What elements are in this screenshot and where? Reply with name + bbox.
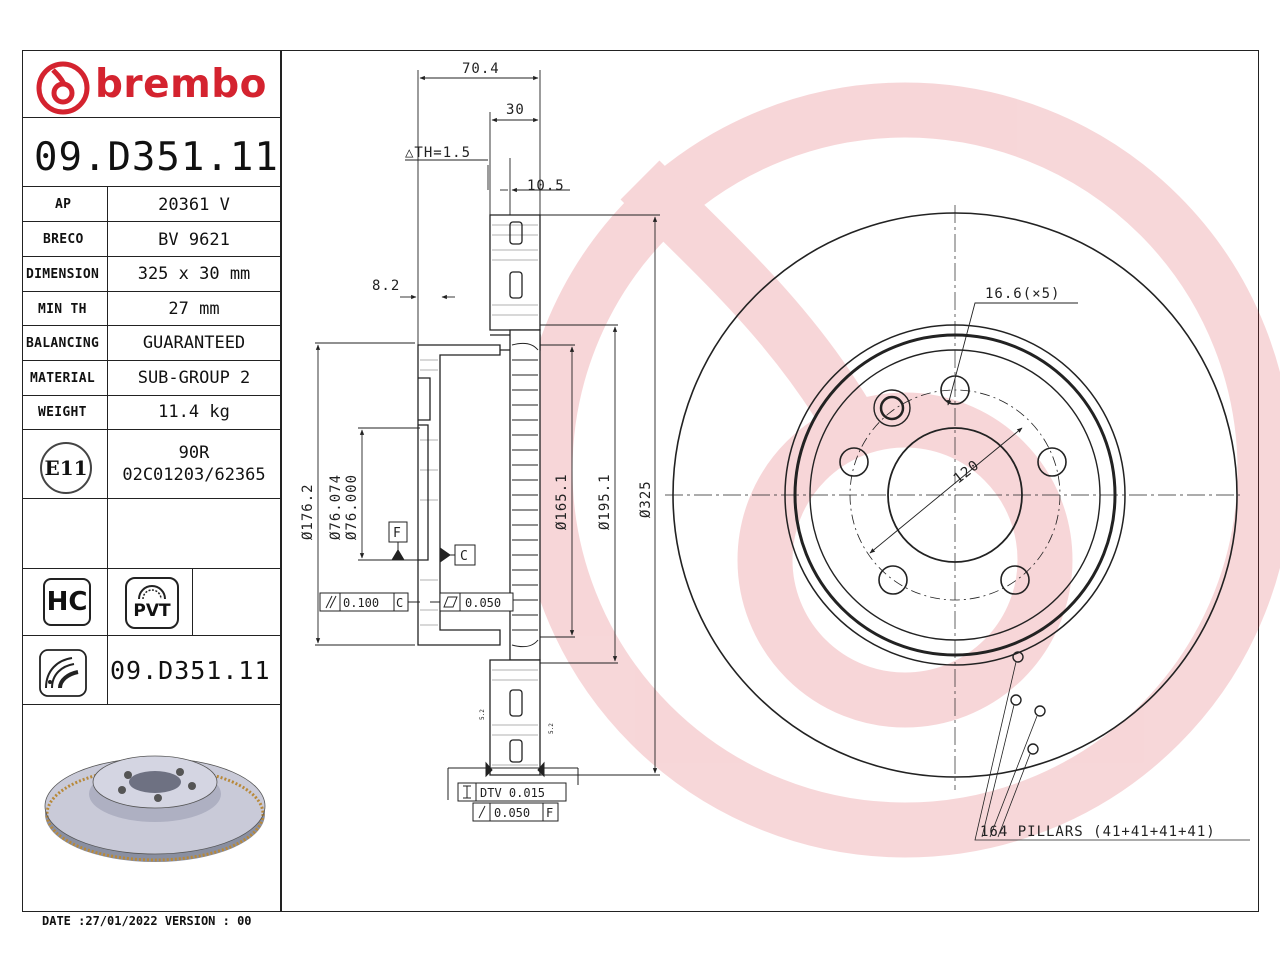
spec-label-balancing: BALANCING [26,336,100,351]
dim-hat-diameter: Ø176.2 [300,483,316,540]
dim-bore-max: Ø76.074 [328,474,344,540]
section-hat [417,344,501,646]
datum-f: F [393,526,401,541]
dim-small-a: 5.2 [479,709,486,720]
disc-3d-illustration [44,755,266,862]
dim-bore-min: Ø76.000 [344,474,360,540]
brembo-watermark-icon [517,82,1280,858]
spec-value-ap: 20361 V [158,195,230,215]
spec-value-weight: 11.4 kg [158,402,230,422]
left-panel [22,50,281,912]
approval-number: 02C01203/62365 [122,465,266,485]
dim-pillars: 164 PILLARS (41+41+41+41) [980,824,1216,840]
e11-approval-mark: E11 [40,442,92,494]
dim-small-b: 5.2 [548,723,555,734]
datum-c: C [460,549,468,564]
disc-profile-icon [39,649,87,697]
bolt-hole [1037,447,1067,477]
bolt-hole [839,447,869,477]
tol-flatness: 0.050 [465,596,501,610]
dim-outer-diameter: Ø325 [638,480,654,518]
approval-code: 90R [178,443,210,463]
spec-label-dimension: DIMENSION [26,267,100,282]
dim-overall-width: 70.4 [462,61,500,77]
bolt-hole [1000,565,1030,595]
spec-label-ap: AP [55,197,72,212]
tol-runout-ref: F [546,806,553,820]
spec-value-material: SUB-GROUP 2 [137,368,251,388]
dim-thickness: 30 [506,102,525,118]
section-lower-ring [489,659,541,776]
outer-frame [22,50,1259,912]
dim-inner-ring: Ø165.1 [554,473,570,530]
tol-parallelism: 0.100 [343,596,379,610]
part-number-title: 09.D351.11 [34,135,279,180]
spec-value-balancing: GUARANTEED [142,333,246,353]
hc-badge: HC [43,578,91,626]
date-version: DATE :27/01/2022 VERSION : 00 [42,914,252,928]
locating-pin [873,389,911,427]
panel-divider [280,50,282,912]
spec-label-min-th: MIN TH [38,302,87,317]
spec-value-breco: BV 9621 [158,230,230,250]
spec-label-breco: BRECO [43,232,84,247]
spec-value-dimension: 325 x 30 mm [137,264,251,284]
pvt-label: PVT [133,601,171,621]
bolt-hole [878,565,908,595]
disc-coating-icon [138,585,166,600]
tol-parallelism-ref: C [396,596,403,610]
tol-runout: 0.050 [494,806,530,820]
spec-label-material: MATERIAL [30,371,96,386]
pvt-badge: PVT [125,577,179,629]
brand-name: brembo [95,62,267,107]
bottom-part-number: 09.D351.11 [110,656,271,685]
spec-value-min-th: 27 mm [168,299,220,319]
brembo-logo-icon [36,61,90,115]
dim-hat-wall: 8.2 [372,278,400,294]
tol-dtv: DTV 0.015 [480,786,545,800]
dim-bolt-holes: 16.6(×5) [985,286,1060,302]
dim-friction-inner: Ø195.1 [597,473,613,530]
dim-th: △TH=1.5 [405,145,471,161]
spec-label-weight: WEIGHT [38,405,87,420]
dim-flange: 10.5 [527,178,565,194]
